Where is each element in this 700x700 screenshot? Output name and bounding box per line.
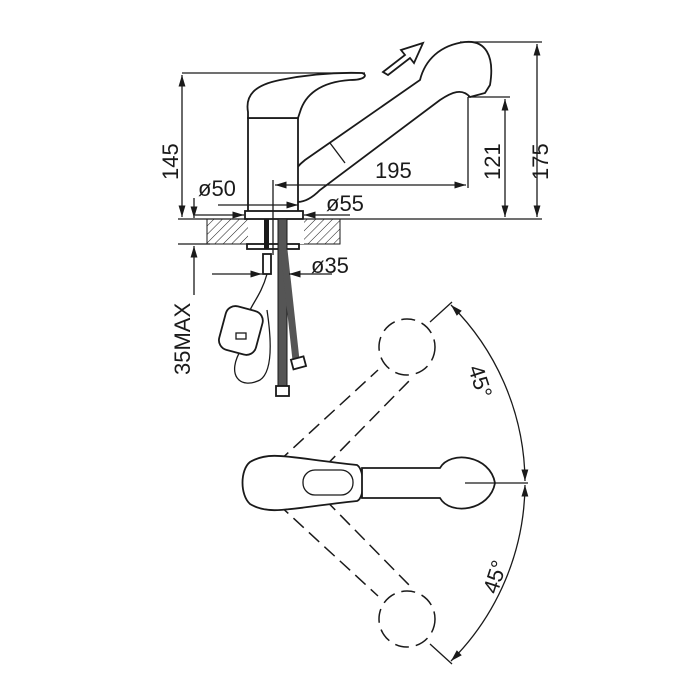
hose-nut	[275, 385, 290, 397]
pull-out-spout	[287, 41, 493, 203]
angle-arc-lower	[450, 484, 529, 662]
label-35: ø35	[311, 253, 349, 278]
ext-line-bottom	[429, 643, 453, 665]
label-195: 195	[375, 158, 412, 183]
lever-left-end	[378, 318, 436, 376]
connector	[262, 253, 272, 275]
pull-direction-arrow-icon	[381, 41, 425, 77]
ext-line-top	[429, 301, 453, 323]
label-175: 175	[528, 143, 553, 180]
cartridge-window	[235, 332, 247, 340]
cartridge-weight	[218, 305, 264, 356]
label-50: ø50	[198, 176, 236, 201]
label-145: 145	[158, 143, 183, 180]
angle-arc-upper	[450, 304, 529, 482]
label-45-lower: 45°	[478, 557, 512, 596]
flexible-hose	[277, 218, 288, 390]
spout-joint	[329, 142, 346, 164]
label-35max: 35MAX	[170, 303, 195, 375]
label-45-upper: 45°	[463, 362, 497, 401]
top-view: 45° 45°	[241, 301, 529, 665]
label-55: ø55	[326, 191, 364, 216]
lever-handle	[246, 71, 366, 119]
label-121: 121	[480, 143, 505, 180]
flexible-hose-2	[280, 249, 300, 361]
cable-loop	[234, 309, 271, 384]
side-view: 145 175 121 195 ø50 ø55 ø35 35MAX	[158, 41, 553, 397]
faucet-base	[244, 210, 304, 220]
hose-nut-2	[289, 355, 308, 371]
mount-hole	[248, 219, 304, 244]
lever-slot	[302, 469, 354, 496]
lever-right-end	[378, 590, 436, 648]
supply-rod	[264, 219, 269, 249]
